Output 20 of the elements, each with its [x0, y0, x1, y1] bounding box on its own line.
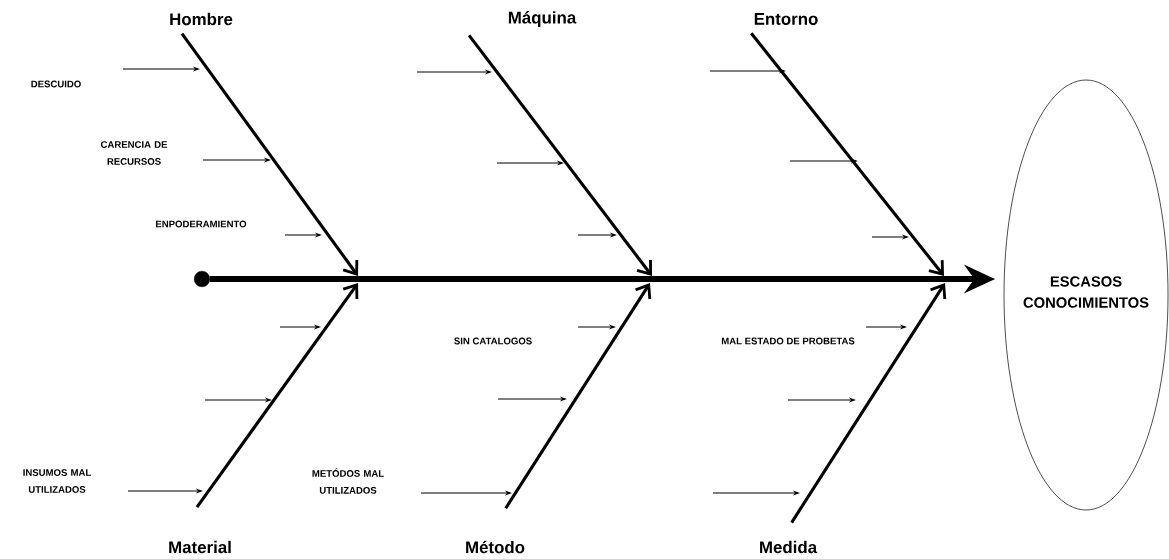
bone-arrow: [467, 34, 652, 276]
bone-arrow: [750, 32, 944, 276]
cause-label: MAL ESTADO DE PROBETAS: [721, 337, 855, 345]
category-label: Medida: [760, 540, 818, 554]
cause-label: INSUMOS MAL UTILIZADOS: [23, 469, 91, 493]
category-label: Método: [466, 540, 525, 554]
bone-arrow: [180, 32, 359, 276]
cause-label: ENPODERAMIENTO: [156, 220, 247, 228]
cause-label: SIN CATALOGOS: [454, 337, 532, 345]
bone-arrow: [504, 283, 652, 510]
cause-label: DESCUIDO: [31, 80, 81, 88]
cause-label: METÓDOS MAL UTILIZADOS: [312, 468, 384, 494]
cause-label: CARENCIA DE RECURSOS: [100, 141, 168, 165]
bone-arrow: [790, 283, 947, 524]
bone-arrow: [195, 283, 359, 509]
category-label: Material: [169, 540, 231, 554]
category-label: Máquina: [508, 11, 577, 27]
category-label: Entorno: [754, 13, 818, 25]
category-label: Hombre: [170, 12, 233, 26]
spine-tail-dot: [194, 271, 210, 287]
